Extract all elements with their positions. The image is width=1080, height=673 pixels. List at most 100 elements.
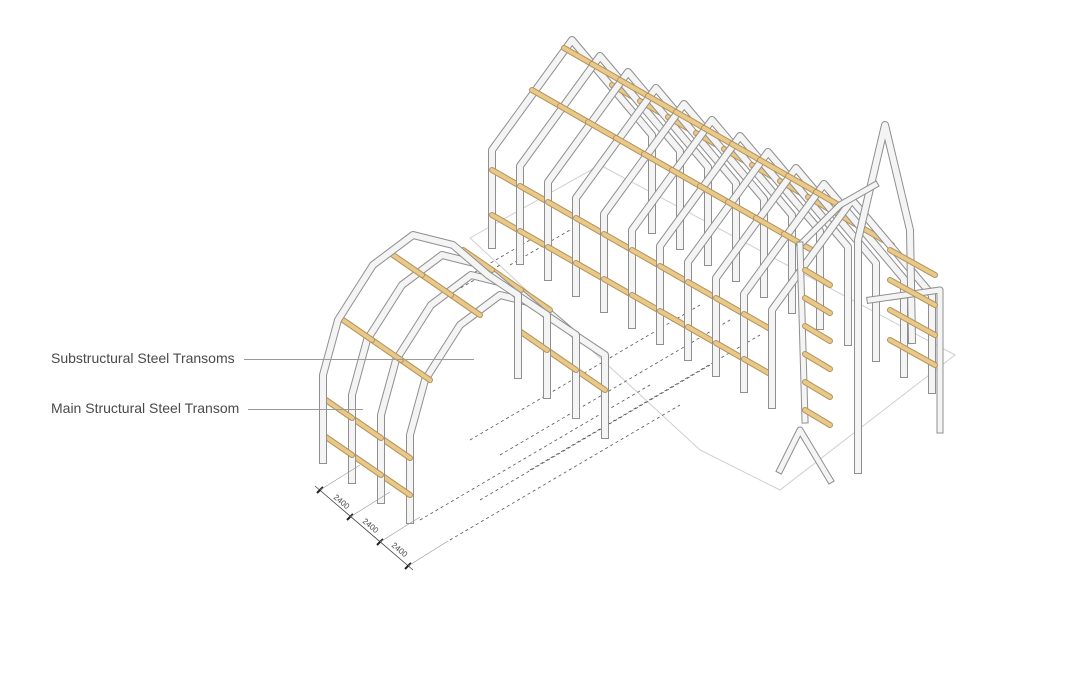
wall-transom: [546, 200, 578, 220]
dashed-projection-line: [469, 304, 701, 441]
spire-post: [855, 122, 916, 473]
spire-side-frame: [867, 287, 943, 433]
ground-outline: [469, 164, 956, 491]
wall-transom: [518, 184, 550, 204]
spire-frame: [775, 121, 944, 485]
spire-transom: [803, 352, 832, 371]
dimension-extension-line: [319, 464, 361, 491]
spire-leg: [797, 242, 808, 423]
spire-transom: [803, 268, 832, 287]
roof-transom: [754, 216, 786, 236]
main-structural-transom: [379, 473, 412, 497]
ridge-transom: [618, 78, 650, 98]
label-substructural-steel-transoms: Substructural Steel Transoms: [51, 350, 235, 366]
dashed-projection-line: [419, 384, 651, 521]
main-frame: [517, 53, 683, 264]
substructural-transom: [516, 328, 549, 352]
main-structural-transom: [379, 436, 412, 460]
roof-transom: [670, 168, 702, 188]
substructural-transom: [574, 368, 607, 392]
main-frame: [545, 69, 711, 280]
leader-line-main-structural: [248, 409, 363, 410]
spire-transom: [803, 408, 832, 427]
ground-outline-line: [469, 164, 956, 491]
dimension-extension-line: [379, 516, 421, 543]
main-structural-transom: [321, 396, 354, 420]
roof-transom: [530, 88, 562, 108]
main-structural-transom: [350, 453, 383, 477]
bay-frame: [320, 232, 521, 463]
wall-transom: [574, 216, 606, 236]
bay-frame: [349, 252, 550, 483]
main-frame: [657, 133, 823, 344]
spire-arch: [796, 181, 879, 249]
wall-transom: [658, 264, 690, 284]
wall-transom: [742, 312, 774, 332]
wall-transom: [574, 261, 606, 281]
main-frame: [713, 165, 879, 376]
main-frame: [629, 117, 795, 328]
bay-frame: [407, 292, 608, 523]
substructural-transom: [391, 253, 424, 277]
ridge-transom: [646, 94, 678, 114]
wall-transom: [490, 213, 522, 233]
spire-transom: [803, 380, 832, 399]
ridge-transom: [786, 174, 818, 194]
main-structural-transom: [350, 416, 383, 440]
dimension-label-3: 2400: [390, 541, 410, 560]
main-frame: [685, 149, 851, 360]
spire-transom: [888, 248, 937, 277]
dimension-line: [314, 485, 414, 571]
ridge-transom: [730, 142, 762, 162]
wall-transom: [686, 280, 718, 300]
roof-transom: [698, 184, 730, 204]
leader-line-substructural: [244, 359, 474, 360]
substructural-transom: [370, 338, 403, 362]
dimension-label-2: 2400: [361, 517, 381, 536]
main-frame: [741, 181, 907, 392]
wall-transom: [602, 277, 634, 297]
ridge-transom: [702, 126, 734, 146]
roof-transom: [614, 136, 646, 156]
label-main-structural-steel-transom: Main Structural Steel Transom: [51, 400, 240, 416]
dashed-projection-line: [529, 334, 761, 471]
wall-transom: [686, 325, 718, 345]
wall-transom: [518, 229, 550, 249]
substructural-transom: [399, 358, 432, 382]
spire-transom: [803, 324, 832, 343]
wall-transom: [630, 248, 662, 268]
wall-transom: [714, 341, 746, 361]
exploded-bay-frames: [319, 231, 609, 524]
spire-transom: [888, 308, 937, 337]
roof-transom: [642, 152, 674, 172]
spire-base-frame: [776, 427, 834, 484]
wall-transom: [546, 245, 578, 265]
wall-transom: [602, 232, 634, 252]
main-frame: [489, 37, 655, 248]
wall-transom: [630, 293, 662, 313]
spire-transom: [888, 278, 937, 307]
main-building-frames: [488, 36, 936, 409]
substructural-transom: [420, 273, 453, 297]
wall-transom: [490, 168, 522, 188]
ridge-transom: [562, 46, 594, 66]
substructural-transom: [545, 348, 578, 372]
wall-transom: [714, 296, 746, 316]
spire-transom: [888, 338, 937, 367]
main-structural-transom: [321, 433, 354, 457]
roof-transom: [558, 104, 590, 124]
spire-transom: [803, 296, 832, 315]
wall-transom: [658, 309, 690, 329]
dimension-extension-line: [407, 540, 449, 567]
projection-dashed-lines: [419, 229, 761, 541]
roof-transom: [726, 200, 758, 220]
bay-frame: [378, 272, 579, 503]
main-frame: [601, 101, 767, 312]
dimension-extension-line: [349, 491, 391, 518]
substructural-transom: [341, 318, 374, 342]
ridge-transom: [590, 62, 622, 82]
substructural-transom: [449, 293, 482, 317]
dashed-projection-line: [449, 404, 681, 541]
